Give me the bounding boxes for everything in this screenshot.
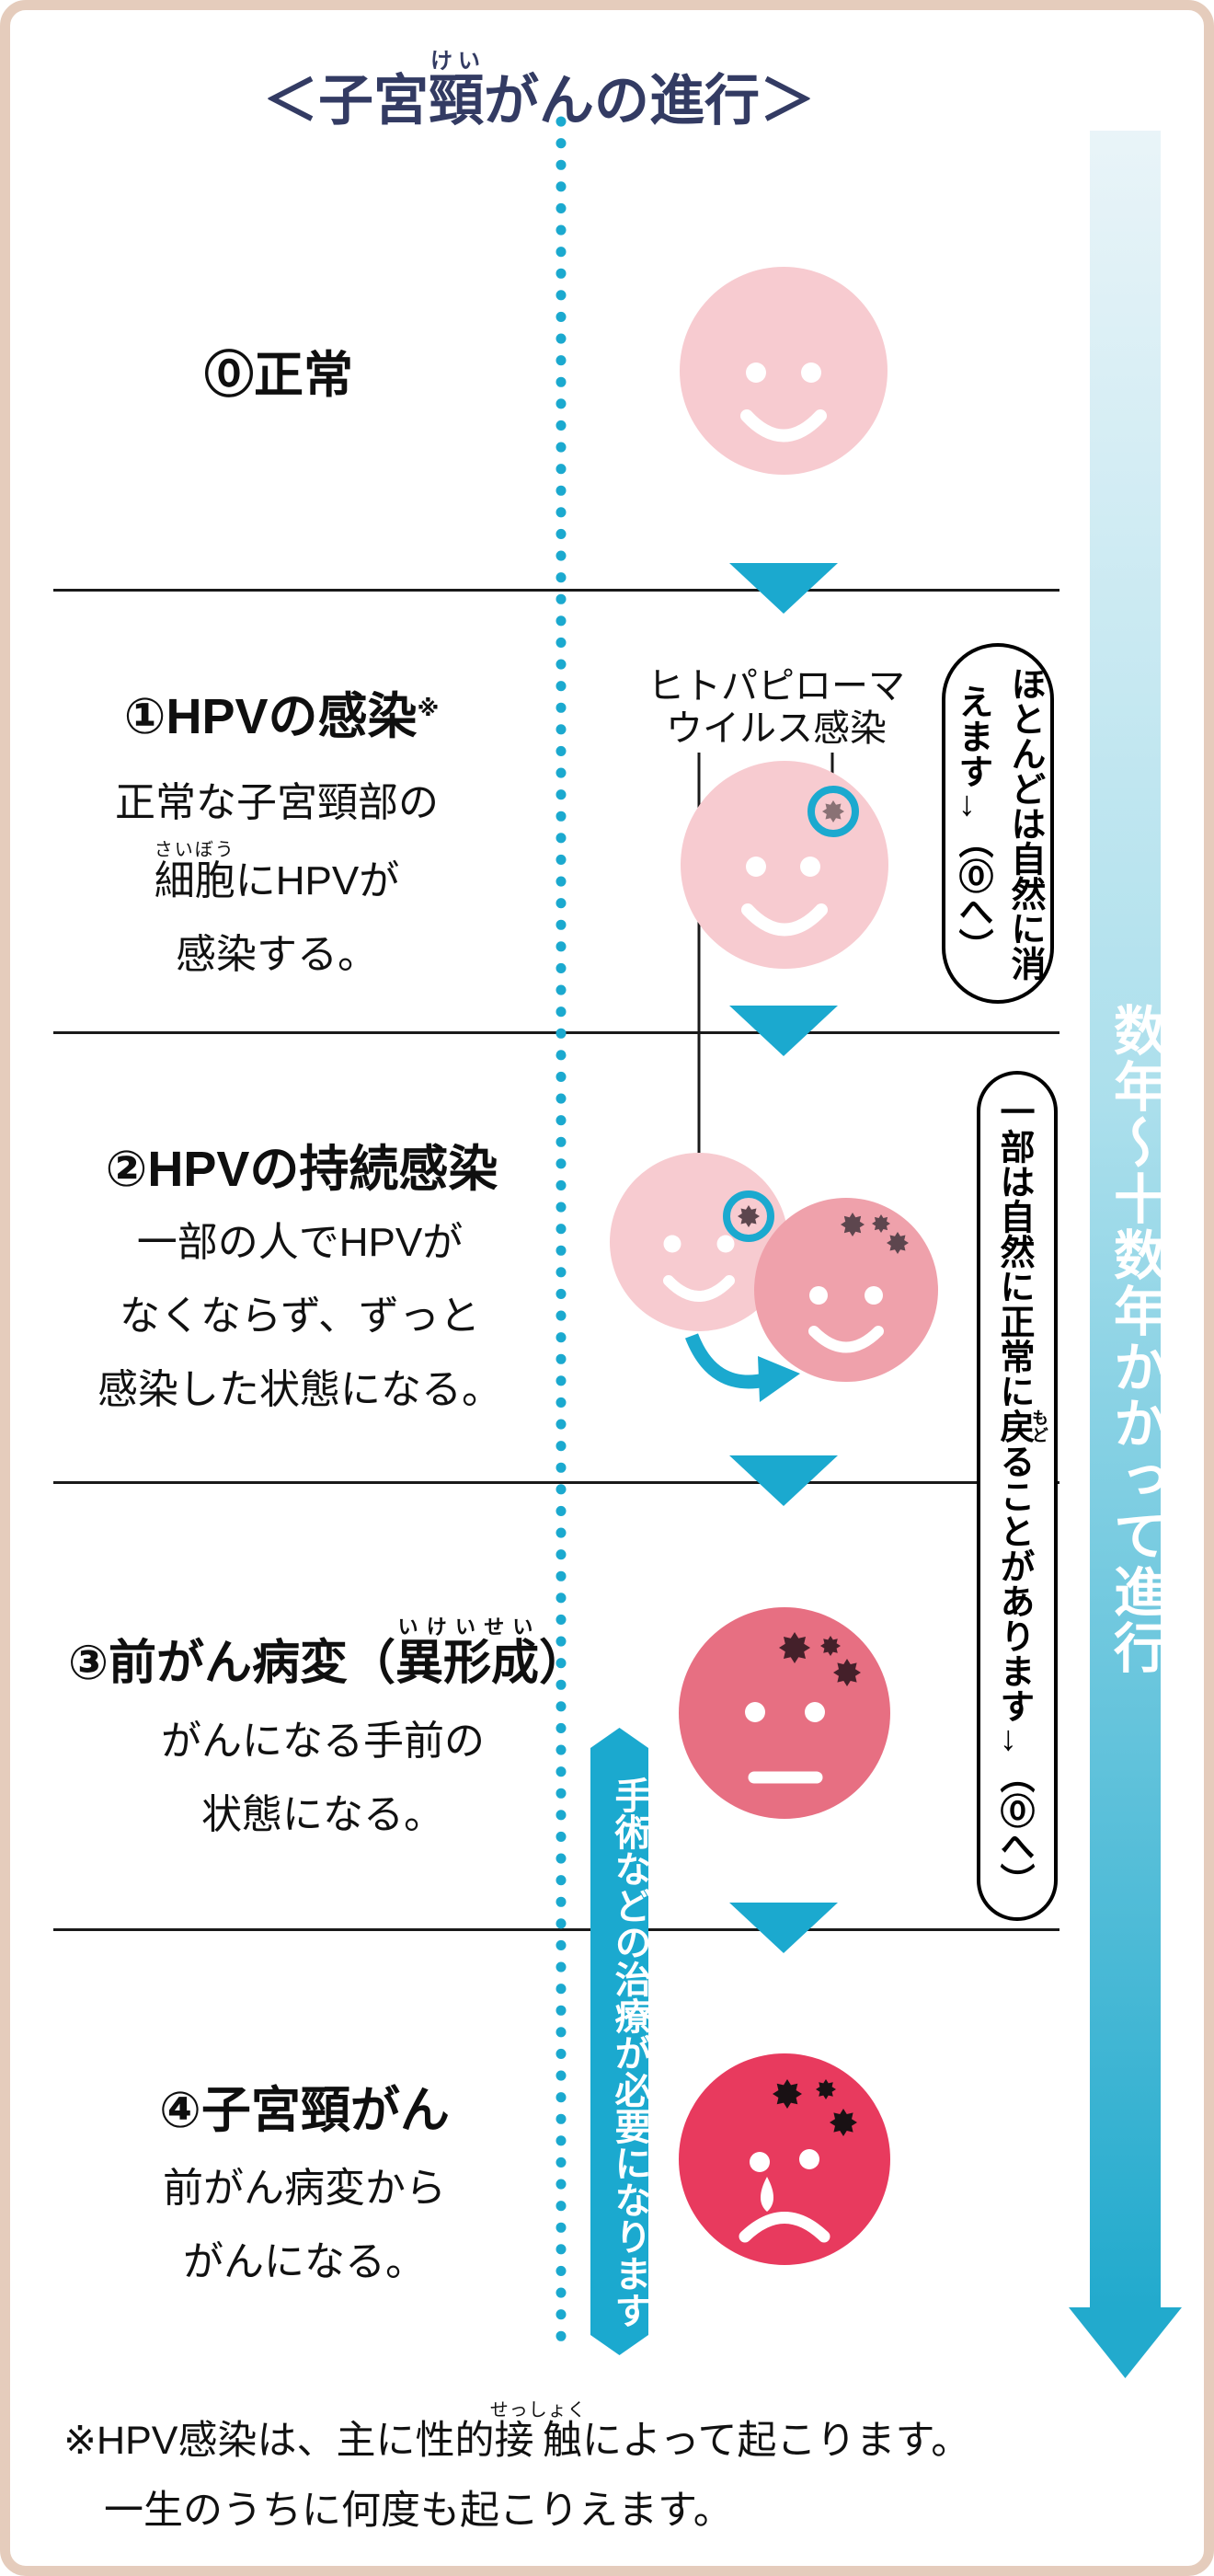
progression-arrow-label: 数年〜十数年かかって進行 — [1105, 1003, 1165, 1676]
stage-2-description: 一部の人でHPVが なくならず、ずっと 感染した状態になる。 — [97, 1220, 502, 1412]
treatment-banner-ribbon — [590, 1728, 648, 2355]
title-part2: がんの進行＞ — [484, 70, 815, 132]
progression-arrow-head-icon — [1069, 2307, 1182, 2378]
stage-4-heading: ④子宮頸がん — [159, 2083, 450, 2138]
progression-arrow-shaft — [1090, 131, 1161, 2307]
stage-1-description: 正常な子宮頸部の 細胞さいぼうにHPVが 感染する。 — [115, 780, 439, 977]
stage-1-heading-asterisk: ※ — [417, 696, 440, 721]
virus-label: ヒトパピローマ ウイルス感染 — [647, 666, 905, 749]
stage-3-description: がんになる手前の 状態になる。 — [161, 1719, 485, 1837]
down-arrow-2-icon — [729, 1006, 838, 1056]
face-cancer-icon — [679, 2053, 890, 2265]
transfer-curved-arrow-head-icon — [758, 1356, 800, 1402]
page-title: ＜子宮頸けいがんの進行＞ — [263, 49, 815, 136]
face-pair-persistent-infection-icon — [610, 1153, 938, 1402]
stage-2-heading: ②HPVの持続感染 — [105, 1142, 498, 1197]
face-hpv-infection-icon — [681, 761, 888, 969]
stage-4-description: 前がん病変から がんになる。 — [163, 2166, 446, 2284]
stage-1-heading: ①HPVの感染※ — [123, 689, 440, 744]
title-ruby-furigana: けい — [429, 49, 484, 74]
down-arrow-3-icon — [729, 1455, 838, 1506]
virus-highlight-ring-2-icon — [723, 1190, 774, 1242]
face-precancerous-icon — [679, 1607, 890, 1819]
transfer-curved-arrow-icon — [684, 1333, 767, 1389]
diagram-graphics-layer — [53, 116, 1182, 2378]
face-normal-icon — [680, 267, 888, 475]
footnote: ※HPV感染は、主に性的接触せっしょくによって起こります。 一生のうちに何度も起… — [63, 2400, 971, 2533]
down-arrow-4-icon — [729, 1903, 838, 1953]
stage-0-heading: ⓪正常 — [204, 348, 353, 403]
callout-return-normal: 一部は自然に正常に戻もどることがあります→（⓪へ） — [977, 1071, 1058, 1921]
treatment-banner-label: 手術などの治療が必要になります — [609, 1777, 650, 2329]
tear-drop-icon — [761, 2177, 773, 2212]
virus-highlight-ring-1-icon — [807, 786, 859, 837]
title-part1: ＜子宮 — [263, 70, 429, 132]
title-ruby-base: 頸 — [429, 70, 484, 132]
callout-self-clear: ほとんどは自然に消えます→（⓪へ） — [942, 643, 1054, 1004]
stage-3-heading: ③前がん病変（異形成いけいせい） — [67, 1616, 588, 1690]
down-arrow-1-icon — [729, 563, 838, 614]
